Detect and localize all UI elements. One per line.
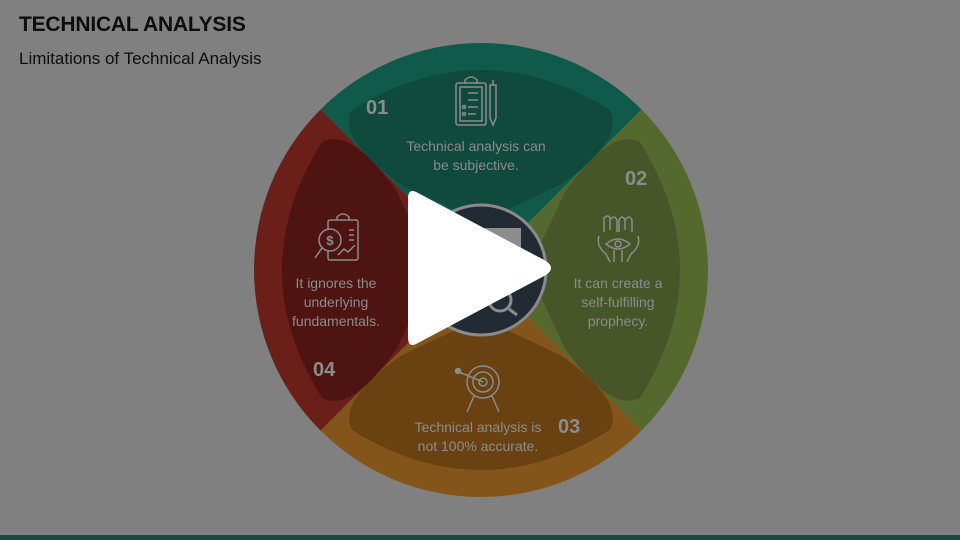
segment-03-text-line: not 100% accurate. [417,438,539,454]
segment-01-text-line: Technical analysis can [406,138,546,154]
segment-04-text-line: It ignores the [295,275,377,291]
segment-01-text-line: be subjective. [433,157,519,173]
segment-02-inner [528,139,680,401]
slide-subtitle: Limitations of Technical Analysis [19,49,262,68]
slide-title: TECHNICAL ANALYSIS [19,13,246,36]
play-button[interactable] [400,183,560,353]
segment-02-text-line: self-fulfilling [581,294,655,310]
segment-04-inner [282,139,434,401]
segment-02-text-line: prophecy. [587,313,649,329]
segment-02-number: 02 [625,168,648,190]
bottom-accent-bar [0,535,960,540]
segment-03-text-line: Technical analysis is [414,419,542,435]
clipboard-checklist-pen-icon [455,76,497,127]
magnifier-dollar-report-icon [314,213,359,261]
segment-04-number: 04 [313,359,336,381]
segment-04-text-line: underlying [303,294,369,310]
target-arrow-icon [454,365,500,413]
segment-01-inner [349,70,613,222]
segment-01-text: Technical analysis can be subjective. [396,137,556,175]
segment-03-inner [349,318,613,470]
play-icon [408,191,551,345]
segment-01-number: 01 [366,97,389,119]
segment-02-text: It can create a self-fulfilling prophecy… [558,274,678,331]
segment-03-number: 03 [558,416,581,438]
segment-04-text: It ignores the underlying fundamentals. [276,274,396,331]
segment-02-text-line: It can create a [573,275,663,291]
segment-04-text-line: fundamentals. [292,313,380,329]
segment-03-text: Technical analysis is not 100% accurate. [398,418,558,456]
svg-text:$: $ [326,233,334,248]
hands-eye-icon [597,215,640,263]
